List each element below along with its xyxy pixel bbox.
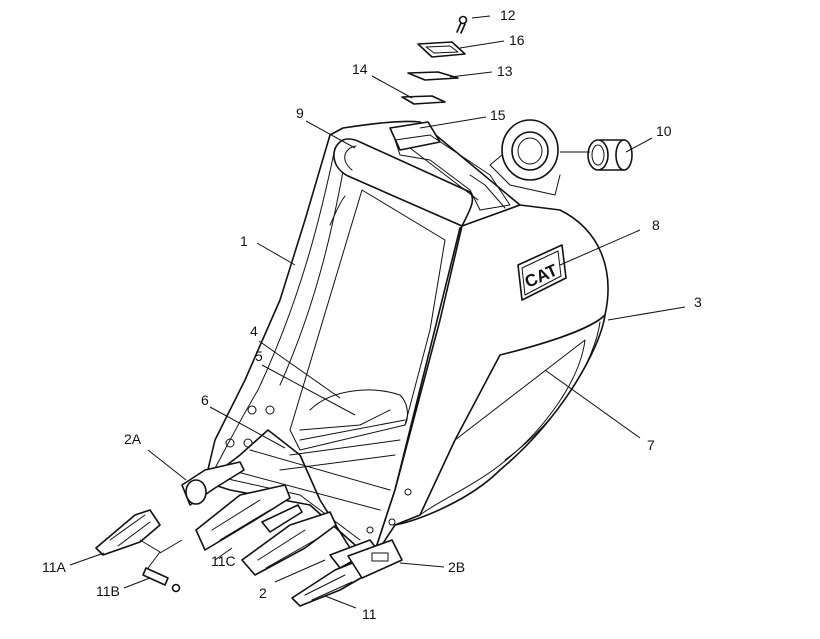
tooth-middle	[241, 511, 337, 576]
label-2B: 2B	[448, 559, 465, 575]
shim-plate-small	[401, 95, 446, 105]
shim-plate	[407, 71, 459, 81]
wear-strip	[394, 314, 606, 526]
teeth-group	[95, 461, 403, 607]
bucket-body	[204, 119, 609, 561]
pin-boss	[501, 119, 559, 181]
tooth-11a	[95, 509, 161, 556]
label-8: 8	[652, 217, 660, 233]
label-9: 9	[296, 105, 304, 121]
callout-labels: 12 16 13 14 15 9 10 8 1 3 4 5 6 7 2A 11A…	[42, 7, 702, 622]
label-7: 7	[647, 437, 655, 453]
retainer-plate	[417, 41, 466, 58]
leader-lines	[69, 15, 686, 609]
label-6: 6	[201, 392, 209, 408]
label-13: 13	[497, 63, 513, 79]
bushing-part	[587, 139, 633, 171]
label-10: 10	[656, 123, 672, 139]
bolt-part	[456, 15, 468, 34]
top-cross-tube	[333, 138, 474, 227]
label-5: 5	[255, 348, 263, 364]
label-2A: 2A	[124, 431, 142, 447]
side-plate-right	[371, 204, 609, 561]
label-16: 16	[509, 32, 525, 48]
label-14: 14	[352, 61, 368, 77]
tooth-11c	[195, 484, 291, 551]
label-15: 15	[490, 107, 506, 123]
pin-11b	[142, 567, 169, 586]
label-1: 1	[240, 233, 248, 249]
label-11: 11	[362, 606, 377, 622]
label-3: 3	[694, 294, 702, 310]
label-2: 2	[259, 585, 267, 601]
label-4: 4	[250, 323, 258, 339]
label-11A: 11A	[42, 559, 67, 575]
label-11B: 11B	[96, 583, 120, 599]
label-12: 12	[500, 7, 516, 23]
label-11C: 11C	[211, 553, 236, 569]
